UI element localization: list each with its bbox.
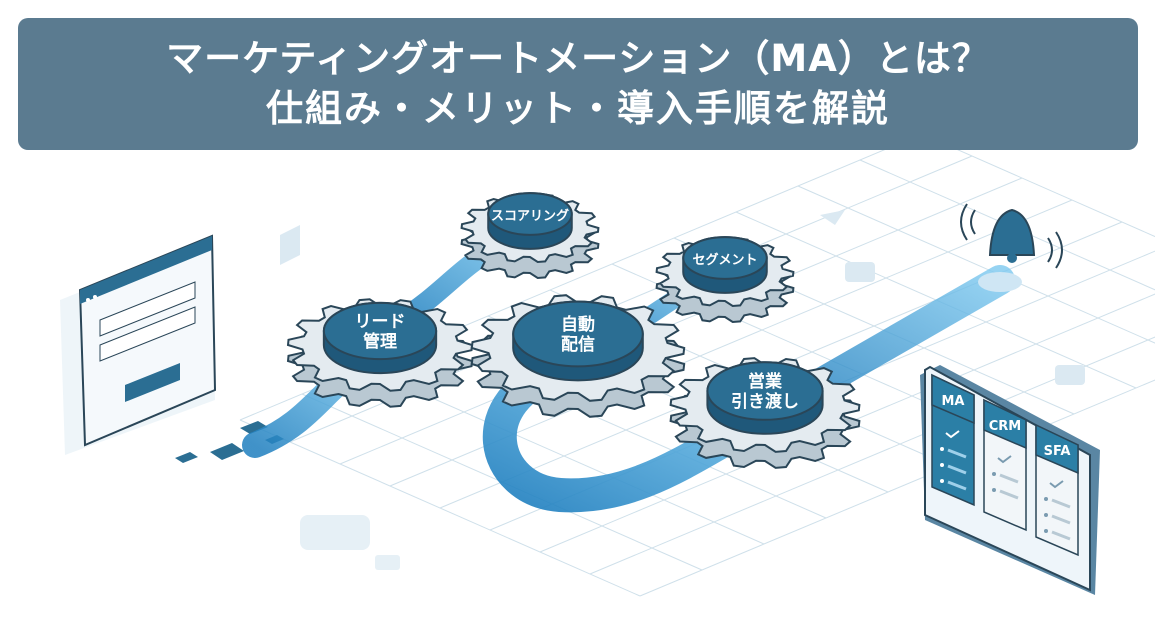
web-form-icon: [60, 234, 217, 455]
gear-label: 配信: [561, 334, 595, 355]
gear-segment: セグメント: [655, 236, 795, 324]
notification-bell-icon: [960, 203, 1063, 269]
title-banner: マーケティングオートメーション（MA）とは？ 仕組み・メリット・導入手順を解説: [18, 18, 1138, 150]
gear-label: 管理: [363, 331, 397, 352]
panel-column-label: CRM: [989, 419, 1022, 434]
panel-column-crm: CRM: [983, 398, 1027, 532]
gear-label: 営業: [748, 371, 782, 392]
panel-column-sfa: SFA: [1035, 423, 1079, 557]
gear-label: 自動: [561, 314, 595, 335]
gear-label: セグメント: [692, 252, 757, 268]
gear-label: スコアリング: [491, 208, 569, 224]
panel-column-ma: MA: [931, 373, 975, 507]
panel-column-label: SFA: [1044, 444, 1071, 459]
title-line-1: マーケティングオートメーション（MA）とは？: [166, 37, 990, 80]
decor-shapes: [280, 210, 1085, 570]
gear-scoring: スコアリング: [460, 192, 600, 280]
ma-crm-sfa-panel: MA CRM SFA: [920, 365, 1100, 595]
panel-column-label: MA: [942, 394, 965, 409]
gear-label: リード: [355, 312, 406, 332]
gear-label: 引き渡し: [731, 391, 799, 412]
title-line-2: 仕組み・メリット・導入手順を解説: [266, 87, 890, 130]
